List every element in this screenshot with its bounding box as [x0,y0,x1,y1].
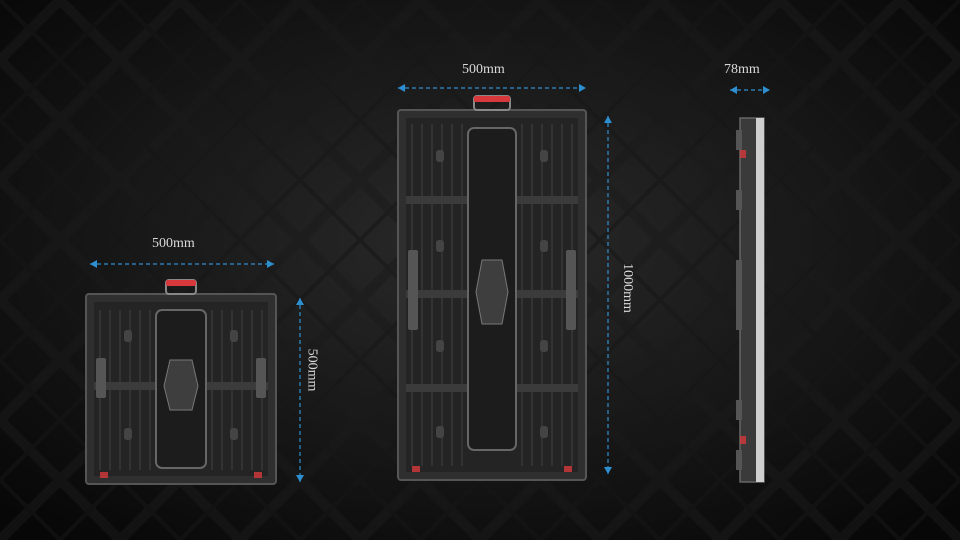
side-view-cabinet [736,117,765,483]
large-height-label: 1000mm [619,263,635,313]
large-width-label: 500mm [462,62,505,77]
side-depth-label: 78mm [724,62,760,77]
small-width-label: 500mm [152,236,195,251]
small-height-label: 500mm [304,348,320,392]
small-cabinet [85,279,277,485]
large-cabinet [397,95,587,481]
